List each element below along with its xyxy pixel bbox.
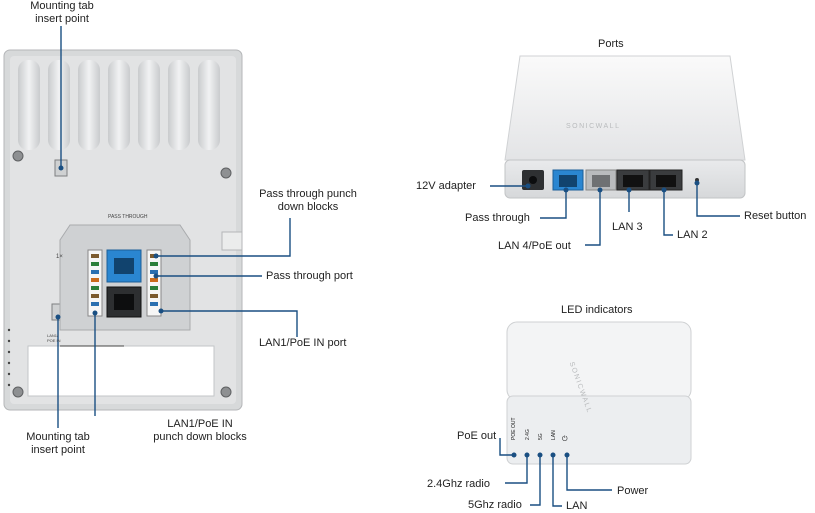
- punch-block-left: [87, 249, 103, 317]
- printed-1x: 1×: [56, 254, 63, 260]
- ports-brand-logo: SONICWALL: [566, 123, 621, 130]
- callout-poe-out: PoE out: [457, 430, 497, 442]
- callout-lines: [57, 26, 740, 507]
- callout-pass-through: Pass through: [465, 212, 530, 224]
- back-panel: [3, 49, 243, 411]
- punch-block-right: [146, 249, 162, 317]
- callout-lan2: LAN 2: [677, 229, 708, 241]
- printed-pass-through: PASS THROUGH: [108, 214, 148, 220]
- pass-through-jack: [106, 249, 142, 283]
- side-notch: [221, 231, 243, 251]
- led-print-24g: 2.4G: [525, 429, 531, 440]
- screw-bottom-left: [12, 386, 24, 398]
- callout-5ghz-radio: 5Ghz radio: [468, 499, 522, 511]
- callout-dots: [55, 165, 700, 458]
- led-print-poe: POE OUT: [511, 417, 517, 440]
- label-plate: [27, 345, 215, 397]
- lan1-poe-jack: [106, 286, 142, 318]
- callout-lan1-poe-port: LAN1/PoE IN port: [259, 337, 347, 349]
- callout-power: Power: [617, 485, 649, 497]
- callout-mounting-tab-bottom: Mounting tab insert point: [26, 431, 90, 456]
- led-print-lan: LAN: [551, 430, 557, 440]
- screw-top-left: [12, 150, 24, 162]
- callout-lan4-poe-out: LAN 4/PoE out: [498, 240, 571, 252]
- printed-lan1-poe-in: LAN1/ POE IN: [47, 333, 61, 343]
- side-dots: [7, 328, 11, 387]
- screw-top-right: [220, 167, 232, 179]
- screw-bottom-right: [220, 386, 232, 398]
- ports-title: Ports: [598, 38, 624, 50]
- callout-lan3: LAN 3: [612, 221, 643, 233]
- callout-led-lan: LAN: [566, 500, 588, 512]
- callout-24ghz-radio: 2.4Ghz radio: [427, 478, 490, 490]
- callout-12v-adapter: 12V adapter: [416, 180, 476, 192]
- led-device: [506, 321, 692, 465]
- callout-reset-button: Reset button: [744, 210, 807, 222]
- callout-mounting-tab-top: Mounting tab insert point: [30, 0, 94, 25]
- callout-pass-through-port: Pass through port: [266, 270, 353, 282]
- ports-device: [504, 55, 746, 199]
- callout-pass-through-punch: Pass through punch down blocks: [259, 188, 357, 213]
- led-print-power-symbol: ⏻: [562, 436, 568, 443]
- callout-lan1-poe-punch: LAN1/PoE IN punch down blocks: [153, 418, 247, 443]
- led-print-5g: 5G: [538, 433, 544, 440]
- led-title: LED indicators: [561, 304, 633, 316]
- back-panel-ribs: [18, 60, 220, 150]
